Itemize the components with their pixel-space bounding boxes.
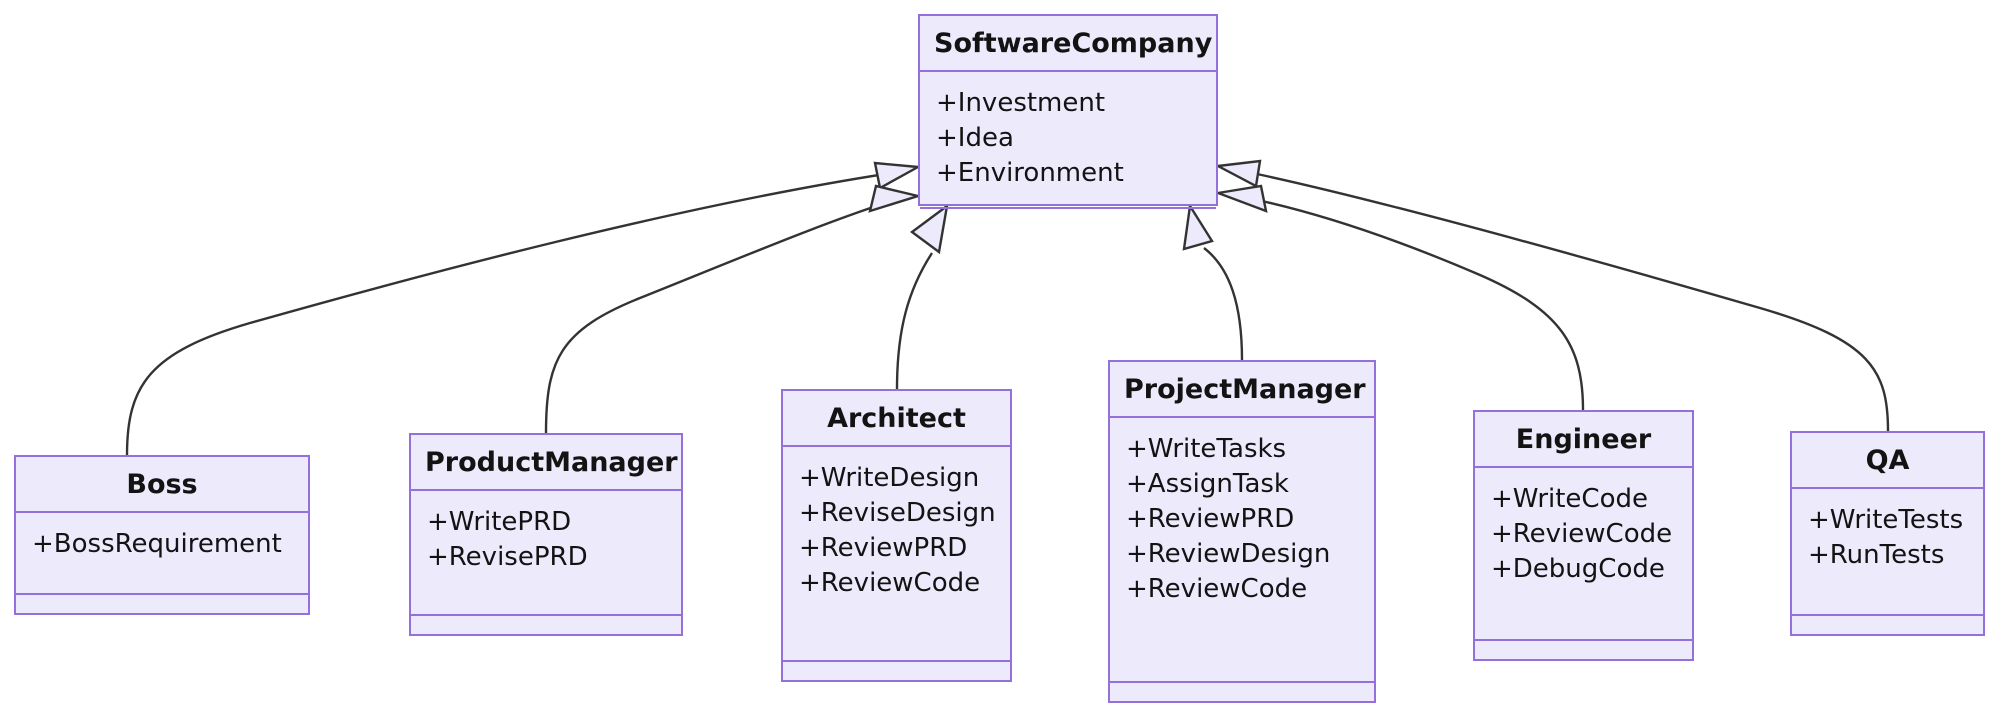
- class-attributes-project-manager: +WriteTasks +AssignTask +ReviewPRD +Revi…: [1110, 418, 1374, 683]
- class-member: +WriteDesign: [799, 463, 980, 493]
- class-member: +AssignTask: [1126, 469, 1289, 499]
- class-attributes-qa: +WriteTests +RunTests: [1792, 489, 1983, 616]
- class-member: +ReviewCode: [1491, 519, 1673, 549]
- class-title-software-company: SoftwareCompany: [920, 16, 1216, 72]
- class-title-engineer: Engineer: [1475, 412, 1692, 468]
- arrowhead-product-manager: [868, 184, 923, 213]
- class-member: +ReviewPRD: [799, 533, 968, 563]
- class-member: +Idea: [936, 123, 1014, 153]
- class-methods-boss: [16, 595, 308, 613]
- class-attributes-boss: +BossRequirement: [16, 513, 308, 595]
- class-member: +ReviewCode: [799, 568, 981, 598]
- class-attributes-product-manager: +WritePRD +RevisePRD: [411, 491, 681, 616]
- class-methods-product-manager: [411, 616, 681, 634]
- uml-class-architect[interactable]: Architect +WriteDesign +ReviseDesign +Re…: [781, 389, 1012, 682]
- class-member: +Environment: [936, 158, 1124, 188]
- class-methods-engineer: [1475, 641, 1692, 659]
- class-member: +WriteTasks: [1126, 434, 1287, 464]
- arrowhead-engineer: [1213, 184, 1268, 213]
- edge-architect: [895, 252, 934, 390]
- uml-class-engineer[interactable]: Engineer +WriteCode +ReviewCode +DebugCo…: [1473, 410, 1694, 661]
- uml-class-software-company[interactable]: SoftwareCompany +Investment +Idea +Envir…: [918, 14, 1218, 209]
- class-methods-software-company: [920, 209, 1216, 227]
- class-title-boss: Boss: [16, 457, 308, 513]
- class-methods-project-manager: [1110, 683, 1374, 701]
- uml-class-product-manager[interactable]: ProductManager +WritePRD +RevisePRD: [409, 433, 683, 636]
- class-member: +RunTests: [1808, 540, 1945, 570]
- arrowhead-boss: [873, 161, 922, 190]
- class-member: +ReviewDesign: [1126, 539, 1331, 569]
- class-title-architect: Architect: [783, 391, 1010, 447]
- class-title-product-manager: ProductManager: [411, 435, 681, 491]
- class-member: +RevisePRD: [427, 542, 588, 572]
- uml-class-qa[interactable]: QA +WriteTests +RunTests: [1790, 431, 1985, 636]
- class-member: +Investment: [936, 88, 1106, 118]
- class-title-qa: QA: [1792, 433, 1983, 489]
- class-member: +ReviewPRD: [1126, 504, 1295, 534]
- class-member: +WriteCode: [1491, 484, 1648, 514]
- class-member: +DebugCode: [1491, 554, 1665, 584]
- class-member: +ReviewCode: [1126, 574, 1308, 604]
- arrowhead-qa: [1214, 159, 1262, 188]
- class-member: +ReviseDesign: [799, 498, 996, 528]
- class-member: +BossRequirement: [32, 529, 282, 559]
- uml-class-project-manager[interactable]: ProjectManager +WriteTasks +AssignTask +…: [1108, 360, 1376, 703]
- class-methods-architect: [783, 662, 1010, 680]
- class-member: +WritePRD: [427, 507, 572, 537]
- class-title-project-manager: ProjectManager: [1110, 362, 1374, 418]
- edge-project-manager: [1203, 247, 1244, 361]
- class-member: +WriteTests: [1808, 505, 1964, 535]
- class-attributes-engineer: +WriteCode +ReviewCode +DebugCode: [1475, 468, 1692, 641]
- class-attributes-architect: +WriteDesign +ReviseDesign +ReviewPRD +R…: [783, 447, 1010, 662]
- class-methods-qa: [1792, 616, 1983, 634]
- class-attributes-software-company: +Investment +Idea +Environment: [920, 72, 1216, 209]
- uml-class-boss[interactable]: Boss +BossRequirement: [14, 455, 310, 615]
